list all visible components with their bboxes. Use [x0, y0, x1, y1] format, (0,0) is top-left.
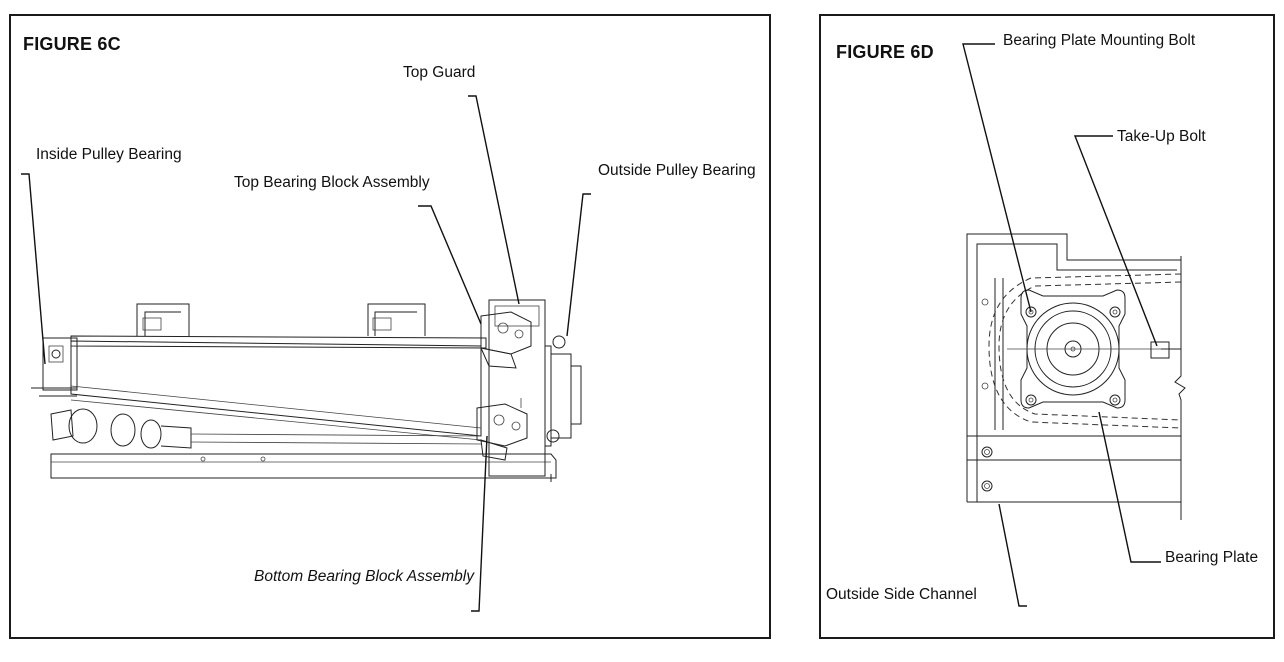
figure-6d-title: FIGURE 6D	[836, 42, 934, 62]
label-take-up-bolt: Take-Up Bolt	[1117, 128, 1206, 145]
figure-6d-panel: FIGURE 6D Bearing Plate Mounting Bolt Ta…	[819, 14, 1275, 639]
label-bearing-plate-mounting-bolt: Bearing Plate Mounting Bolt	[1003, 32, 1196, 49]
label-top-guard: Top Guard	[403, 64, 476, 81]
figure-6c-panel: FIGURE 6C Top Guard Inside Pulley Bearin…	[9, 14, 771, 639]
label-top-bearing-block-assembly: Top Bearing Block Assembly	[234, 174, 430, 191]
bearing-plate-drawing	[962, 43, 1186, 607]
label-bottom-bearing-block-assembly: Bottom Bearing Block Assembly	[254, 568, 474, 585]
figure-6c-title: FIGURE 6C	[23, 34, 121, 54]
label-inside-pulley-bearing: Inside Pulley Bearing	[36, 146, 182, 163]
label-outside-pulley-bearing: Outside Pulley Bearing	[598, 162, 756, 179]
conveyor-side-drawing	[21, 95, 591, 612]
label-outside-side-channel: Outside Side Channel	[826, 586, 977, 603]
label-bearing-plate: Bearing Plate	[1165, 549, 1259, 566]
